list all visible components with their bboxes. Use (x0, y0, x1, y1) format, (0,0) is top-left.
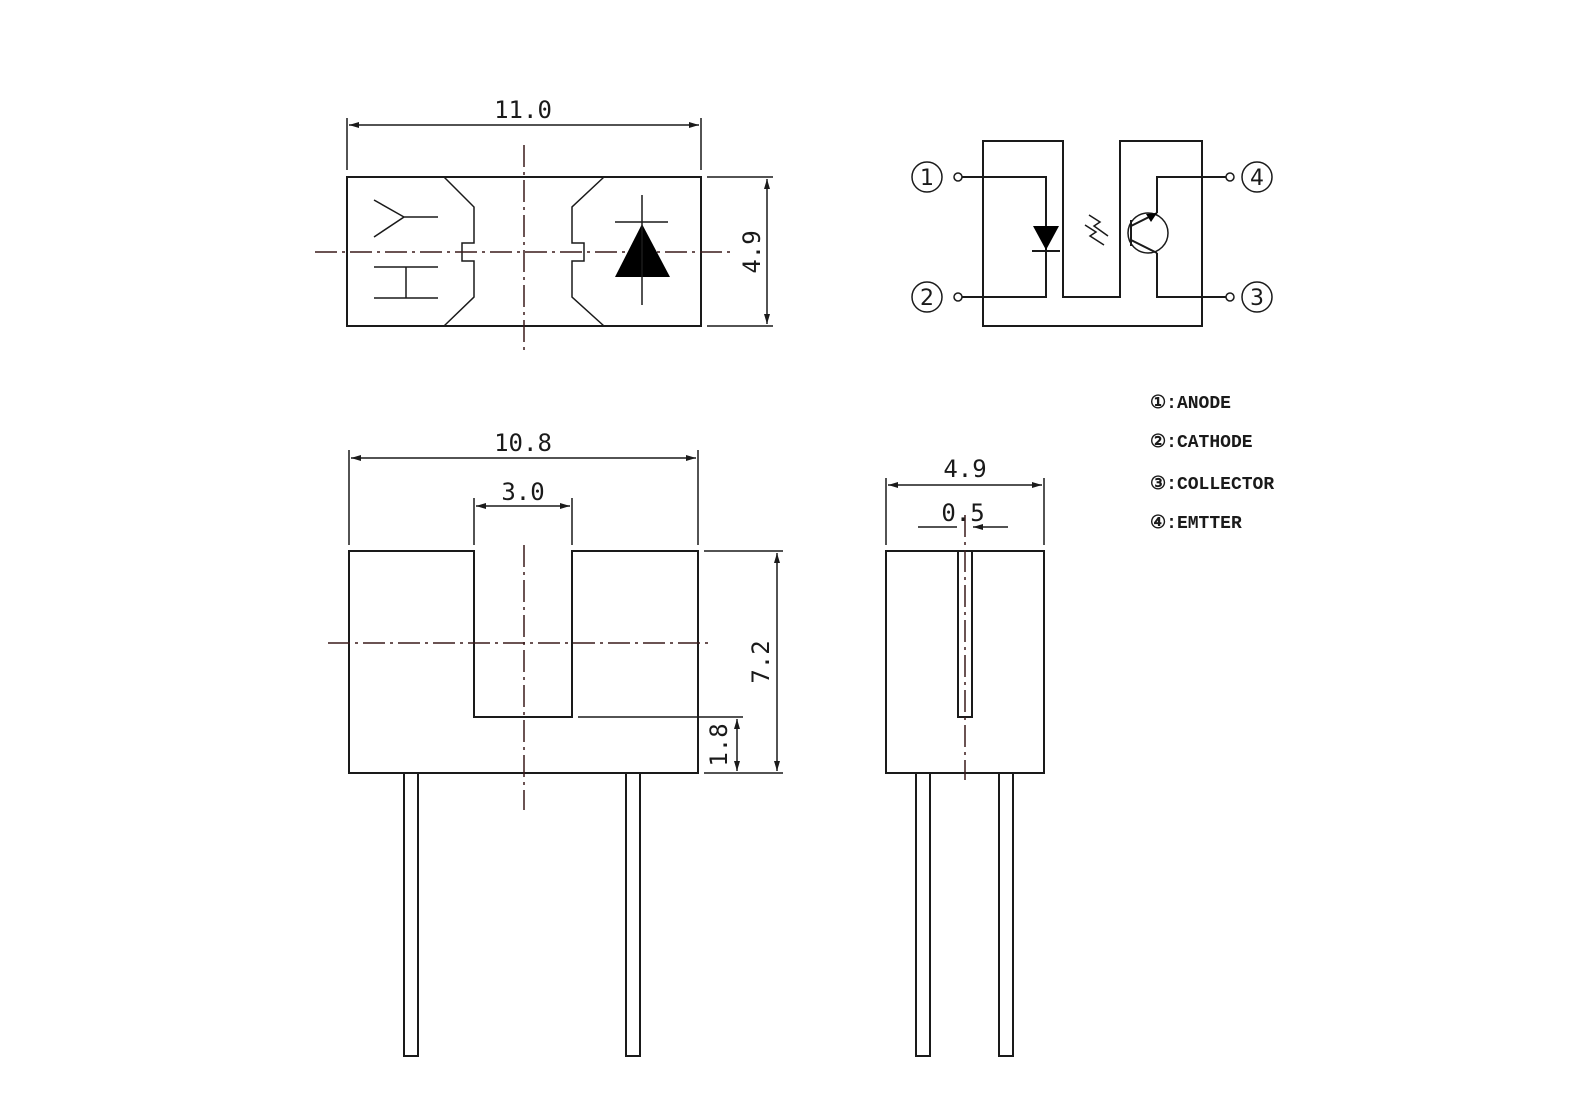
extension-lines (346, 118, 702, 170)
dim-slot-width: 3.0 (501, 478, 544, 506)
pin-2-label: 2 (911, 281, 943, 313)
diode-marking-icon (615, 195, 670, 305)
led-diode-icon (1032, 226, 1060, 252)
legend-item: ①:ANODE (1150, 394, 1231, 414)
schematic-housing (982, 140, 1203, 327)
pin-2-number: 2 (920, 286, 934, 311)
pin-3-label: 3 (1241, 281, 1273, 313)
pin-legend: ①:ANODE ②:CATHODE ③:COLLECTOR ④:EMTTER (1150, 394, 1274, 534)
pin-4-label: 4 (1241, 161, 1273, 193)
lead-right (625, 772, 641, 1057)
pin-1-label: 1 (911, 161, 943, 193)
pin-4-terminal (1225, 172, 1235, 182)
pin-1-number: 1 (920, 166, 934, 191)
dim-top-width: 11.0 (494, 96, 552, 124)
led-wire (962, 176, 1047, 298)
extension-lines (348, 450, 699, 545)
schematic: 1 2 3 4 (911, 140, 1273, 327)
light-emission-arrows-icon (1084, 214, 1109, 246)
phototransistor-icon (1127, 212, 1169, 254)
transistor-wire (1156, 176, 1226, 298)
extension-lines (885, 478, 1045, 545)
dim-side-slot: 0.5 (941, 499, 984, 527)
legend-item: ②:CATHODE (1150, 433, 1253, 453)
front-view: 10.8 3.0 7.2 1.8 (328, 429, 783, 1057)
lead-left (915, 772, 931, 1057)
lead-right (998, 772, 1014, 1057)
lead-left (403, 772, 419, 1057)
pin-2-terminal (953, 292, 963, 302)
emitter-marking-icon (373, 199, 438, 299)
slot-right-edge (571, 176, 605, 327)
front-view-body (348, 550, 699, 774)
pin-3-number: 3 (1250, 286, 1264, 311)
pin-4-number: 4 (1250, 166, 1264, 191)
top-view: 11.0 4.9 (315, 96, 773, 355)
dim-slot-bottom: 1.8 (705, 723, 733, 766)
legend-item: ③:COLLECTOR (1150, 475, 1274, 495)
pin-3-terminal (1225, 292, 1235, 302)
dim-front-height: 7.2 (747, 640, 775, 683)
side-view: 4.9 0.5 (885, 455, 1045, 1057)
dim-side-width: 4.9 (943, 455, 986, 483)
dim-top-height: 4.9 (738, 230, 766, 273)
legend-item: ④:EMTTER (1150, 514, 1242, 534)
extension-lines-h (707, 176, 773, 327)
dim-front-width: 10.8 (494, 429, 552, 457)
pin-1-terminal (953, 172, 963, 182)
extension-lines-h (578, 550, 783, 774)
